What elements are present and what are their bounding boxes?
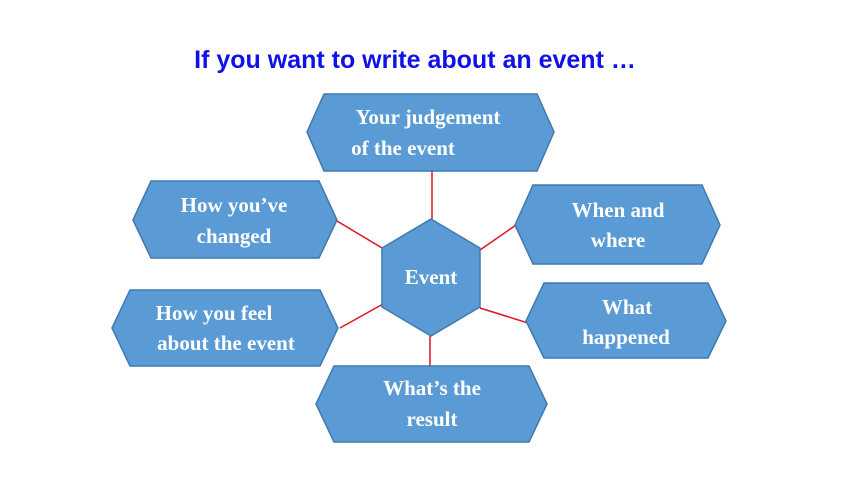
node-when-where-line-1: When and (572, 198, 665, 222)
node-feel: How you feel about the event (111, 289, 339, 367)
node-feel-shape (111, 289, 339, 367)
center-node-label: Event (405, 265, 458, 289)
node-judgement: Your judgement of the event (306, 93, 555, 172)
connector-feel (339, 303, 384, 329)
node-result-line-2: result (407, 407, 458, 431)
node-what-happened-shape (525, 282, 727, 359)
node-result-line-1: What’s the (383, 376, 481, 400)
page-title: If you want to write about an event … (194, 46, 636, 74)
node-result-shape (315, 365, 548, 443)
node-when-where-shape (514, 184, 721, 265)
node-what-happened-line-2: happened (582, 325, 670, 349)
node-when-where: When and where (514, 184, 721, 265)
node-feel-line-1: How you feel (156, 301, 273, 325)
node-judgement-shape (306, 93, 555, 172)
connector-changed (331, 217, 383, 249)
node-changed-shape (132, 180, 338, 259)
center-node-shape (381, 218, 481, 337)
node-what-happened: What happened (525, 282, 727, 359)
node-changed: How you’ve changed (132, 180, 338, 259)
node-result: What’s the result (315, 365, 548, 443)
center-node: Event (381, 218, 481, 337)
connector-what-happened (479, 307, 529, 324)
node-feel-line-2: about the event (157, 331, 295, 355)
node-changed-line-2: changed (197, 224, 272, 248)
node-judgement-line-1: Your judgement (356, 105, 501, 129)
node-what-happened-line-1: What (602, 295, 652, 319)
connector-when-where (479, 224, 517, 251)
node-judgement-line-2: of the event (351, 136, 455, 160)
node-when-where-line-2: where (591, 228, 645, 252)
node-changed-line-1: How you’ve (181, 193, 288, 217)
connectors (331, 171, 529, 366)
